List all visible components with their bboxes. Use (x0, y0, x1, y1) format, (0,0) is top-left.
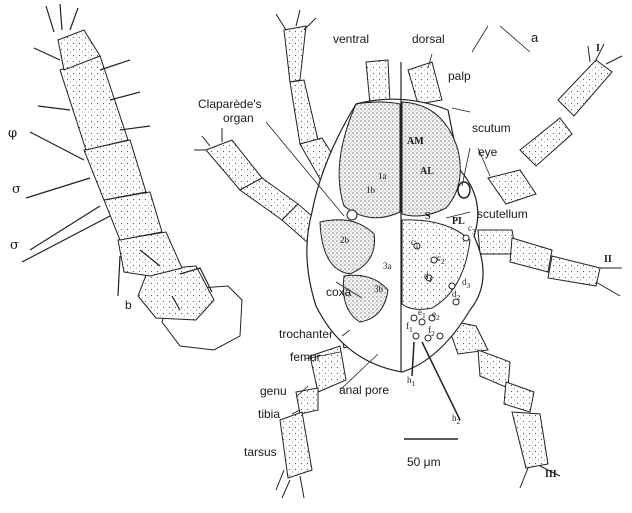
leg-III-label: III (545, 470, 557, 480)
coxal-1a-label: 1a (378, 172, 387, 181)
tibia-label: tibia (258, 408, 280, 420)
dorsal-label: dorsal (412, 33, 445, 45)
claparede-label-line2: organ (223, 112, 254, 124)
coxal-1b-label: 1b (366, 186, 375, 195)
panel-b-leg (58, 30, 242, 350)
claparede-organ-marker (347, 210, 357, 220)
seta-c1-label: c1 (411, 238, 419, 249)
coxal-3b-label: 3b (374, 285, 383, 294)
panel-b-phi-label: φ (8, 127, 17, 140)
scutum (402, 102, 460, 216)
seta-h1-label: h1 (407, 376, 415, 387)
seta-h2-label: h2 (452, 414, 460, 425)
femur-label: femur (290, 351, 321, 363)
seta-S-label: S (425, 212, 431, 222)
seta-c3-label: c3 (468, 224, 476, 235)
coxal-2b-label: 2b (340, 236, 349, 245)
seta-f2-label: f2 (428, 326, 435, 337)
claparede-label-line1: Claparède's (198, 98, 262, 110)
panel-b-sigma-1-label: σ (12, 183, 21, 196)
genu-label: genu (260, 385, 287, 397)
scutellum-label: scutellum (477, 208, 528, 220)
seta-PL-label: PL (452, 217, 465, 227)
scutum-label: scutum (472, 122, 511, 134)
panel-b-sigma-2-label: σ (10, 239, 19, 252)
panel-b-label: b (125, 299, 132, 311)
seta-f1-label: f1 (406, 322, 413, 333)
panel-a-label: a (531, 31, 538, 44)
seta-AL-label: AL (420, 167, 434, 177)
palp-label: palp (448, 70, 471, 82)
leg-I-label: I (596, 44, 600, 54)
eye-marker (458, 182, 470, 198)
seta-e2-label: e2 (432, 310, 440, 321)
coxal-3a-label: 3a (383, 262, 392, 271)
coxa-label: coxa (326, 286, 351, 298)
trochanter-label: trochanter (279, 328, 333, 340)
anal-pore-label: anal pore (339, 384, 389, 396)
seta-e1-label: e1 (418, 308, 426, 319)
seta-c2-label: c2 (437, 254, 445, 265)
ventral-label: ventral (333, 33, 369, 45)
eye-label: eye (478, 146, 497, 158)
seta-AM-label: AM (407, 137, 424, 147)
seta-d1-label: d1 (424, 272, 432, 283)
seta-d2-label: d2 (452, 290, 460, 301)
scale-bar-label: 50 μm (407, 456, 441, 468)
seta-d3-label: d3 (462, 278, 470, 289)
leg-II-label: II (604, 255, 612, 265)
tarsus-label: tarsus (244, 446, 277, 458)
